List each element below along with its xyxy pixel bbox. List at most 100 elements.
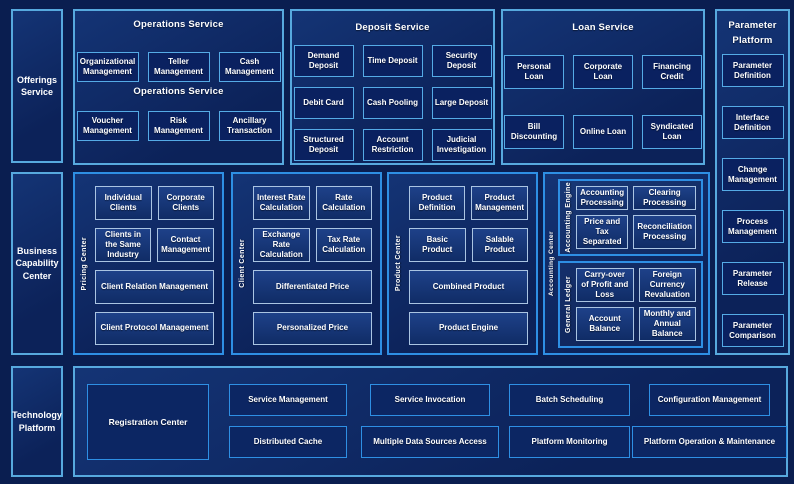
client-center-side-label: Client Center: [238, 239, 246, 288]
product-row-2: Basic Product Salable Product: [409, 228, 528, 262]
box-service-invocation: Service Invocation: [370, 384, 490, 416]
box-voucher-management: Voucher Management: [76, 111, 139, 141]
box-foreign-currency-revaluation: Foreign Currency Revaluation: [638, 268, 696, 302]
box-judicial-investigation: Judicial Investigation: [431, 129, 492, 161]
box-product-definition: Product Definition: [409, 186, 466, 220]
product-center-content: Product Definition Product Management Ba…: [407, 174, 536, 353]
pricing-center-section: Pricing Center Individual Clients Corpor…: [73, 172, 224, 355]
business-capability-center-rail: Business Capability Center: [11, 172, 63, 355]
operations-service-title: Operations Service: [133, 19, 224, 30]
box-rate-calculation: Rate Calculation: [315, 186, 372, 220]
box-account-balance: Account Balance: [576, 307, 634, 341]
box-client-protocol-management: Client Protocol Management: [95, 311, 214, 345]
box-accounting-processing: Accounting Processing: [576, 186, 629, 210]
business-capability-center-label: Business Capability Center: [15, 246, 59, 281]
loan-service-title: Loan Service: [572, 22, 634, 33]
tech-column-1: Service Management Distributed Cache: [229, 384, 347, 460]
deposit-service-title: Deposit Service: [355, 22, 430, 33]
accounting-center-content: Accounting Engine Accounting Processing …: [558, 174, 708, 353]
box-account-restriction: Account Restriction: [362, 129, 423, 161]
product-row-1: Product Definition Product Management: [409, 186, 528, 220]
box-reconciliation-processing: Reconciliation Processing: [633, 215, 696, 249]
box-exchange-rate-calculation: Exchange Rate Calculation: [253, 228, 310, 262]
box-parameter-definition: Parameter Definition: [721, 54, 784, 88]
general-ledger-subsection: General Ledger Carry-over of Profit and …: [558, 261, 703, 348]
box-configuration-management: Configuration Management: [649, 384, 770, 416]
box-tax-rate-calculation: Tax Rate Calculation: [315, 228, 372, 262]
box-interest-rate-calculation: Interest Rate Calculation: [253, 186, 310, 220]
box-syndicated-loan: Syndicated Loan: [642, 115, 702, 149]
technology-platform-section: Registration Center Service Management D…: [73, 366, 788, 477]
box-interface-definition: Interface Definition: [721, 106, 784, 140]
box-contact-management: Contact Management: [157, 228, 214, 262]
box-online-loan: Online Loan: [573, 115, 633, 149]
box-service-management: Service Management: [229, 384, 347, 416]
pricing-center-content: Individual Clients Corporate Clients Cli…: [93, 174, 222, 353]
pricing-row-1: Individual Clients Corporate Clients: [95, 186, 214, 220]
box-security-deposit: Security Deposit: [431, 45, 492, 77]
box-personalized-price: Personalized Price: [253, 311, 372, 345]
client-row-1: Interest Rate Calculation Rate Calculati…: [253, 186, 372, 220]
technology-platform-content: Registration Center Service Management D…: [75, 368, 787, 460]
box-financing-credit: Financing Credit: [642, 55, 702, 89]
technology-platform-label: Technology Platform: [12, 410, 62, 433]
parameter-platform-section: Parameter Platform Parameter Definition …: [715, 9, 790, 355]
operations-row-2: Voucher Management Risk Management Ancil…: [75, 111, 282, 141]
box-batch-scheduling: Batch Scheduling: [509, 384, 630, 416]
deposit-row-2: Debit Card Cash Pooling Large Deposit: [292, 87, 493, 119]
accounting-engine-subsection: Accounting Engine Accounting Processing …: [558, 179, 703, 256]
client-center-content: Interest Rate Calculation Rate Calculati…: [251, 174, 380, 353]
box-process-management: Process Management: [721, 210, 784, 244]
loan-service-section: Loan Service Personal Loan Corporate Loa…: [501, 9, 705, 165]
parameter-platform-title: Parameter Platform: [728, 20, 777, 47]
offerings-service-rail: Offerings Service: [11, 9, 63, 163]
box-personal-loan: Personal Loan: [504, 55, 564, 89]
box-product-management: Product Management: [471, 186, 528, 220]
box-cash-pooling: Cash Pooling: [362, 87, 423, 119]
box-carry-over-of-profit-and-loss: Carry-over of Profit and Loss: [576, 268, 634, 302]
box-basic-product: Basic Product: [409, 228, 466, 262]
box-multiple-data-sources-access: Multiple Data Sources Access: [361, 426, 499, 458]
offerings-service-label: Offerings Service: [16, 74, 57, 97]
box-corporate-loan: Corporate Loan: [573, 55, 633, 89]
operations-row-1: Organizational Management Teller Managem…: [75, 52, 282, 82]
box-registration-center: Registration Center: [87, 384, 209, 460]
loan-row-2: Bill Discounting Online Loan Syndicated …: [503, 115, 703, 149]
box-parameter-comparison: Parameter Comparison: [721, 314, 784, 348]
box-time-deposit: Time Deposit: [362, 45, 423, 77]
box-ancillary-transaction: Ancillary Transaction: [218, 111, 281, 141]
accounting-center-section: Accounting Center Accounting Engine Acco…: [543, 172, 710, 355]
tech-column-2: Service Invocation Multiple Data Sources…: [361, 384, 499, 460]
pricing-center-side-label: Pricing Center: [80, 236, 88, 291]
operations-service-section: Operations Service Organizational Manage…: [73, 9, 284, 165]
box-debit-card: Debit Card: [293, 87, 354, 119]
general-ledger-side-label: General Ledger: [564, 276, 572, 333]
accounting-engine-grid: Accounting Processing Clearing Processin…: [576, 181, 701, 254]
box-risk-management: Risk Management: [147, 111, 210, 141]
box-parameter-release: Parameter Release: [721, 262, 784, 296]
box-distributed-cache: Distributed Cache: [229, 426, 347, 458]
box-cash-management: Cash Management: [218, 52, 281, 82]
box-teller-management: Teller Management: [147, 52, 210, 82]
product-center-side-label: Product Center: [394, 235, 402, 292]
pricing-row-2: Clients in the Same Industry Contact Man…: [95, 228, 214, 262]
box-individual-clients: Individual Clients: [95, 186, 152, 220]
operations-service-mid-label: Operations Service: [133, 86, 224, 97]
deposit-row-1: Demand Deposit Time Deposit Security Dep…: [292, 45, 493, 77]
box-combined-product: Combined Product: [409, 270, 528, 304]
box-monthly-and-annual-balance: Monthly and Annual Balance: [638, 307, 696, 341]
box-price-and-tax-separated: Price and Tax Separated: [576, 215, 629, 249]
product-center-section: Product Center Product Definition Produc…: [387, 172, 538, 355]
box-client-relation-management: Client Relation Management: [95, 270, 214, 304]
box-organizational-management: Organizational Management: [76, 52, 139, 82]
accounting-center-side-label: Accounting Center: [548, 231, 555, 296]
box-clearing-processing: Clearing Processing: [633, 186, 696, 210]
accounting-engine-side-label: Accounting Engine: [564, 182, 572, 253]
general-ledger-grid: Carry-over of Profit and Loss Foreign Cu…: [576, 263, 701, 346]
loan-row-1: Personal Loan Corporate Loan Financing C…: [503, 55, 703, 89]
box-platform-monitoring: Platform Monitoring: [509, 426, 630, 458]
box-differentiated-price: Differentiated Price: [253, 270, 372, 304]
tech-column-4: Configuration Management Platform Operat…: [632, 384, 787, 460]
technology-platform-rail: Technology Platform: [11, 366, 63, 477]
client-row-2: Exchange Rate Calculation Tax Rate Calcu…: [253, 228, 372, 262]
